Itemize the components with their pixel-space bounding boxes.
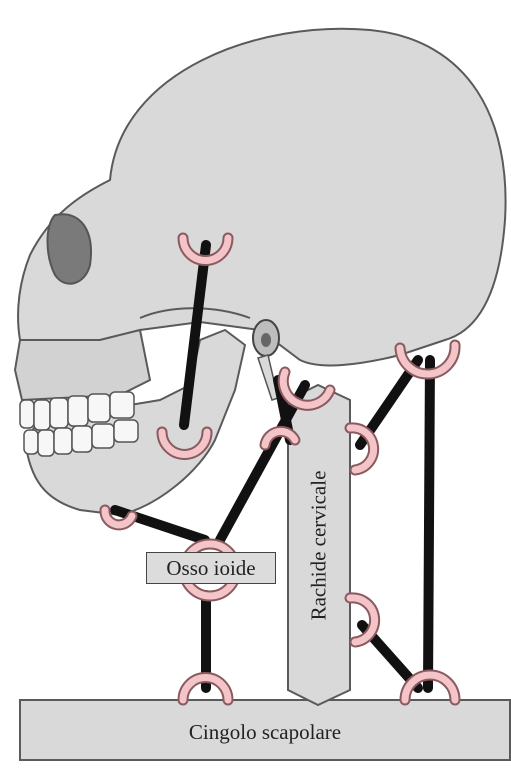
rear-neck-band-vertical [428, 360, 430, 688]
maxilla [15, 330, 150, 400]
cervical-spine-label-box: Rachide cervicale [288, 400, 350, 690]
tooth [50, 398, 68, 428]
tooth [114, 420, 138, 442]
shoulder-girdle-label: Cingolo scapolare [20, 712, 510, 752]
tooth [20, 400, 34, 428]
eye-orbit [48, 214, 91, 283]
tooth [72, 426, 92, 452]
tooth [88, 394, 110, 422]
tooth [54, 428, 72, 454]
tooth [110, 392, 134, 418]
attachment-ring [350, 598, 375, 642]
tooth [24, 430, 38, 454]
cranium [18, 29, 506, 366]
cervical-spine-label: Rachide cervicale [307, 470, 332, 620]
tooth [68, 396, 88, 426]
tooth [92, 424, 114, 448]
hyoid-label: Osso ioide [146, 552, 276, 584]
tooth [38, 430, 54, 456]
tooth [34, 400, 50, 430]
